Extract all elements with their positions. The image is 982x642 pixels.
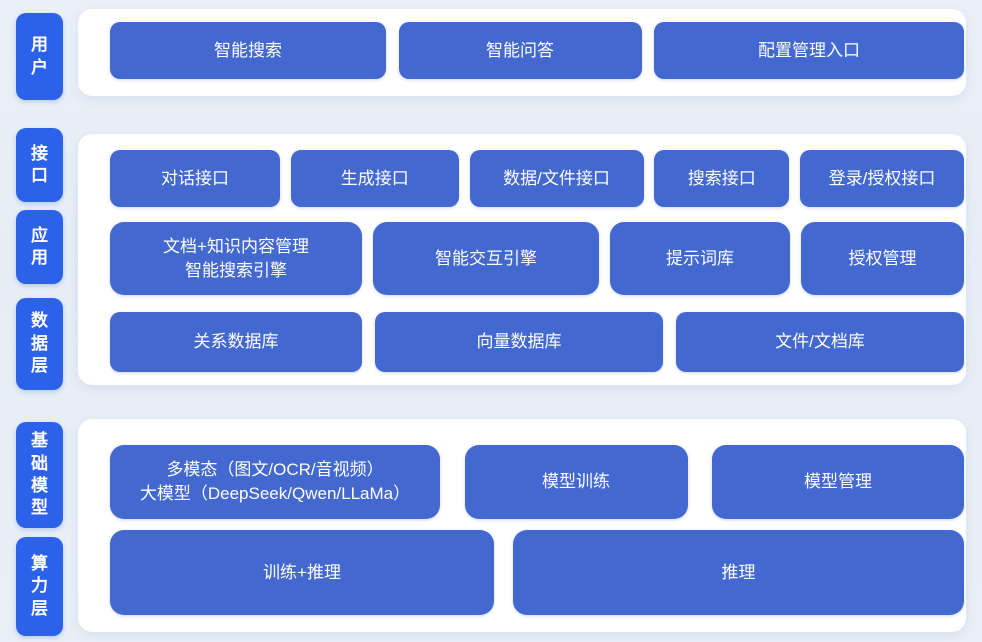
block-relational-db: 关系数据库 (110, 312, 362, 372)
layer-label-data-layer: 数据层 (16, 298, 63, 390)
data-row: 关系数据库 向量数据库 文件/文档库 (110, 312, 964, 372)
block-login-auth-api: 登录/授权接口 (800, 150, 964, 207)
application-row: 文档+知识内容管理 智能搜索引擎 智能交互引擎 提示词库 授权管理 (110, 222, 964, 295)
user-row: 智能搜索 智能问答 配置管理入口 (110, 22, 964, 79)
block-doc-knowledge-engine: 文档+知识内容管理 智能搜索引擎 (110, 222, 362, 295)
block-search-api: 搜索接口 (654, 150, 790, 207)
layer-label-interface-text: 接口 (30, 143, 48, 185)
layer-label-user: 用户 (16, 13, 63, 100)
block-multimodal-llm-line1: 多模态（图文/OCR/音视频） (166, 460, 384, 480)
layer-label-foundation-model: 基础模型 (16, 422, 63, 528)
layer-label-compute-layer: 算力层 (16, 537, 63, 636)
model-row: 多模态（图文/OCR/音视频） 大模型（DeepSeek/Qwen/LLaMa）… (110, 445, 964, 519)
block-file-doc-store: 文件/文档库 (676, 312, 964, 372)
block-dialog-api: 对话接口 (110, 150, 280, 207)
block-auth-management: 授权管理 (801, 222, 964, 295)
bottom-panel: 多模态（图文/OCR/音视频） 大模型（DeepSeek/Qwen/LLaMa）… (78, 419, 966, 632)
block-generate-api: 生成接口 (290, 150, 459, 207)
block-vector-db: 向量数据库 (375, 312, 663, 372)
block-data-file-api: 数据/文件接口 (469, 150, 644, 207)
block-multimodal-llm: 多模态（图文/OCR/音视频） 大模型（DeepSeek/Qwen/LLaMa） (110, 445, 440, 519)
block-model-management: 模型管理 (712, 445, 964, 519)
block-model-training: 模型训练 (464, 445, 688, 519)
block-prompt-library: 提示词库 (610, 222, 790, 295)
block-config-entry: 配置管理入口 (654, 22, 964, 79)
layer-label-interface: 接口 (16, 128, 63, 202)
interface-row: 对话接口 生成接口 数据/文件接口 搜索接口 登录/授权接口 (110, 150, 964, 207)
user-panel: 智能搜索 智能问答 配置管理入口 (78, 9, 966, 96)
compute-row: 训练+推理 推理 (110, 530, 964, 615)
layer-label-user-text: 用户 (30, 35, 48, 77)
layer-label-foundation-model-text: 基础模型 (30, 431, 48, 518)
block-interactive-engine: 智能交互引擎 (373, 222, 599, 295)
block-smart-search: 智能搜索 (110, 22, 386, 79)
layer-label-data-layer-text: 数据层 (30, 311, 48, 376)
block-train-inference: 训练+推理 (110, 530, 494, 615)
block-inference: 推理 (513, 530, 964, 615)
layer-label-application-text: 应用 (30, 225, 48, 267)
block-doc-knowledge-engine-line2: 智能搜索引擎 (185, 260, 287, 280)
layer-label-application: 应用 (16, 210, 63, 284)
block-smart-qa: 智能问答 (398, 22, 642, 79)
block-doc-knowledge-engine-line1: 文档+知识内容管理 (163, 236, 309, 256)
block-multimodal-llm-line2: 大模型（DeepSeek/Qwen/LLaMa） (139, 484, 411, 503)
middle-panel: 对话接口 生成接口 数据/文件接口 搜索接口 登录/授权接口 文档+知识内容管理… (78, 134, 966, 385)
layer-label-compute-layer-text: 算力层 (30, 553, 48, 618)
